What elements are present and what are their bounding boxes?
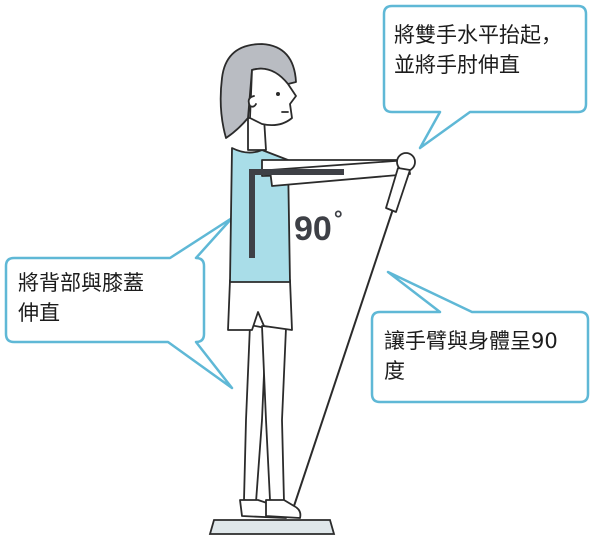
eye: [276, 92, 280, 96]
callout-bubble-left: [4, 216, 234, 390]
callout-text-left: 將背部與膝蓋 伸直: [18, 268, 144, 328]
callout-bubble-top-right: [382, 4, 588, 150]
callout-line: 讓手臂與身體呈90: [384, 329, 558, 353]
callout-line: 伸直: [18, 301, 60, 325]
callout-line: 將背部與膝蓋: [18, 271, 144, 295]
scale-platform: [208, 519, 336, 535]
resistance-cord: [291, 199, 397, 513]
callout-line: 並將手肘伸直: [394, 53, 520, 77]
hand-grip: [385, 167, 411, 213]
leg-front: [261, 325, 287, 503]
angle-unit: °: [333, 206, 343, 231]
angle-label: 90°: [294, 206, 343, 249]
right-angle-guide: [249, 169, 344, 258]
person-figure: [219, 43, 416, 519]
face: [249, 67, 297, 127]
callout-line: 度: [384, 359, 405, 383]
angle-value: 90: [294, 210, 332, 248]
callout-text-top-right: 將雙手水平抬起， 並將手肘伸直: [394, 20, 562, 80]
shorts: [227, 279, 293, 331]
callout-line: 將雙手水平抬起，: [394, 23, 562, 47]
callout-text-bottom-right: 讓手臂與身體呈90 度: [384, 326, 558, 386]
ear: [247, 95, 257, 108]
foot-front: [265, 499, 302, 519]
callout-bubble-bottom-right: [370, 270, 590, 404]
